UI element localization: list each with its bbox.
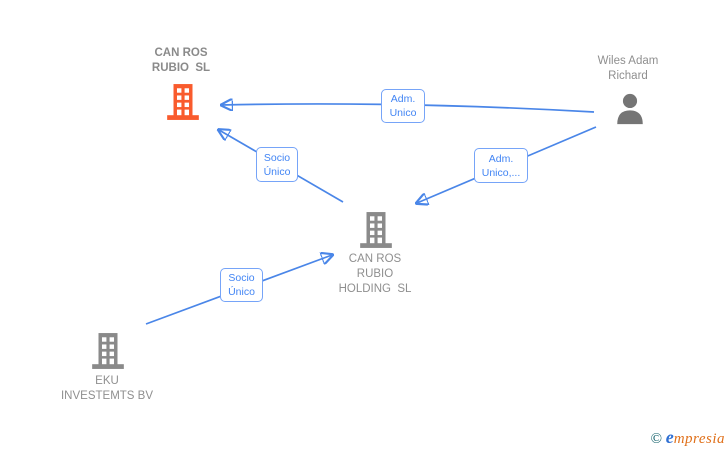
node-eku-investemts-bv-label: EKU INVESTEMTS BV	[27, 374, 187, 404]
edge-label-line: Unico,...	[481, 166, 521, 179]
building-icon	[357, 211, 395, 254]
edge-label-adm-unico-multi: Adm. Unico,...	[474, 148, 528, 183]
node-name-line: Wiles Adam	[597, 55, 659, 67]
node-name-line: CAN ROS	[154, 47, 208, 59]
node-name-line: CAN ROS	[348, 253, 402, 265]
empresia-logo[interactable]: © empresia	[651, 427, 725, 448]
edge-label-line: Adm.	[488, 152, 514, 165]
edge-label-line: Socio	[228, 272, 255, 284]
brand-initial: e	[665, 427, 674, 447]
node-wiles-adam-richard-label: Wiles Adam Richard	[548, 54, 708, 84]
building-icon	[164, 83, 202, 126]
node-name-line: RUBIO SL	[151, 62, 211, 74]
node-can-ros-rubio-holding-sl-label: CAN ROS RUBIO HOLDING SL	[295, 252, 455, 297]
brand-name: mpresia	[673, 431, 725, 447]
node-name-line: EKU	[95, 375, 119, 387]
node-name-line: RUBIO	[356, 268, 394, 280]
edge-label-socio-unico-top: Socio Único	[256, 147, 298, 182]
person-icon	[613, 92, 647, 131]
node-name-line: INVESTEMTS BV	[60, 390, 154, 402]
node-name-line: HOLDING SL	[338, 283, 412, 295]
edge-label-adm-unico: Adm. Unico	[381, 89, 425, 123]
copyright-symbol: ©	[650, 431, 662, 447]
building-icon	[89, 332, 127, 375]
edge-label-line: Adm.	[390, 93, 416, 105]
edge-label-line: Único	[263, 165, 291, 178]
node-name-line: Richard	[608, 70, 648, 82]
edge-label-line: Socio	[263, 151, 291, 164]
edge-label-line: Unico	[389, 107, 417, 119]
node-can-ros-rubio-sl-label: CAN ROS RUBIO SL	[101, 46, 261, 76]
edge-label-line: Único	[228, 286, 255, 298]
edge-label-socio-unico-bottom: Socio Único	[220, 268, 263, 302]
